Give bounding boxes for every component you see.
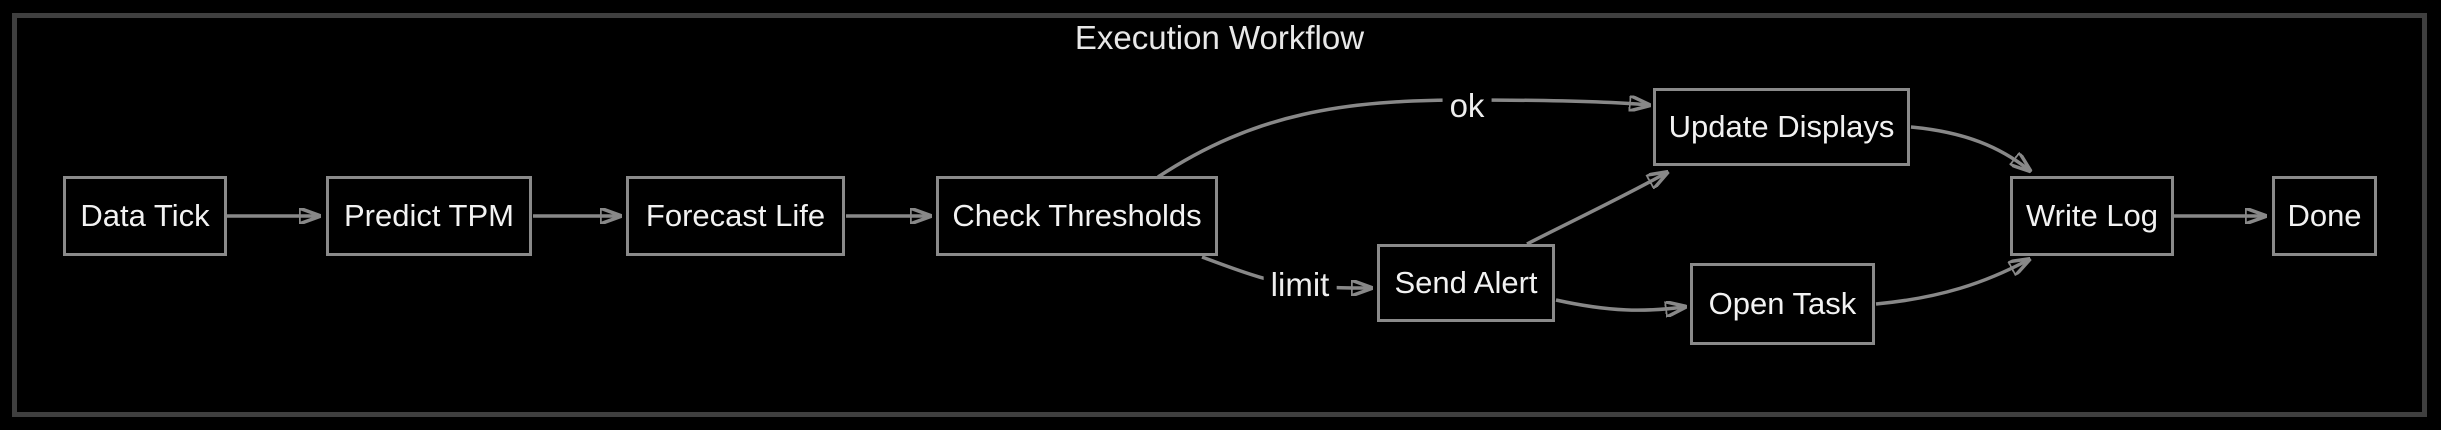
edge-label-ok: ok [1442, 87, 1492, 125]
node-label: Check Thresholds [952, 198, 1202, 233]
node-label: Open Task [1708, 286, 1857, 321]
edge-open-task-write-log [1875, 260, 2028, 306]
node-update-displays: Update Displays [1653, 88, 1910, 166]
diagram-title: Execution Workflow [1074, 19, 1365, 56]
node-label: Update Displays [1668, 109, 1895, 144]
node-label: Forecast Life [645, 198, 826, 233]
edge-send-alert-update-displays [1526, 173, 1666, 246]
workflow-cluster-border [12, 13, 2427, 417]
node-label: Send Alert [1394, 265, 1538, 300]
node-label: Done [2287, 198, 2362, 233]
node-write-log: Write Log [2010, 176, 2174, 256]
node-label: Predict TPM [344, 198, 514, 233]
node-label: Write Log [2025, 198, 2159, 233]
node-send-alert: Send Alert [1377, 244, 1555, 322]
edge-update-displays-write-log [1910, 125, 2029, 170]
edge-send-alert-open-task [1555, 298, 1684, 310]
node-data-tick: Data Tick [63, 176, 227, 256]
edge-check-thresholds-update-displays [1157, 100, 1648, 179]
node-predict-tpm: Predict TPM [326, 176, 532, 256]
node-done: Done [2272, 176, 2377, 256]
node-label: Data Tick [80, 198, 210, 233]
node-forecast-life: Forecast Life [626, 176, 845, 256]
edge-label-limit: limit [1263, 266, 1337, 304]
node-open-task: Open Task [1690, 263, 1875, 345]
node-check-thresholds: Check Thresholds [936, 176, 1218, 256]
